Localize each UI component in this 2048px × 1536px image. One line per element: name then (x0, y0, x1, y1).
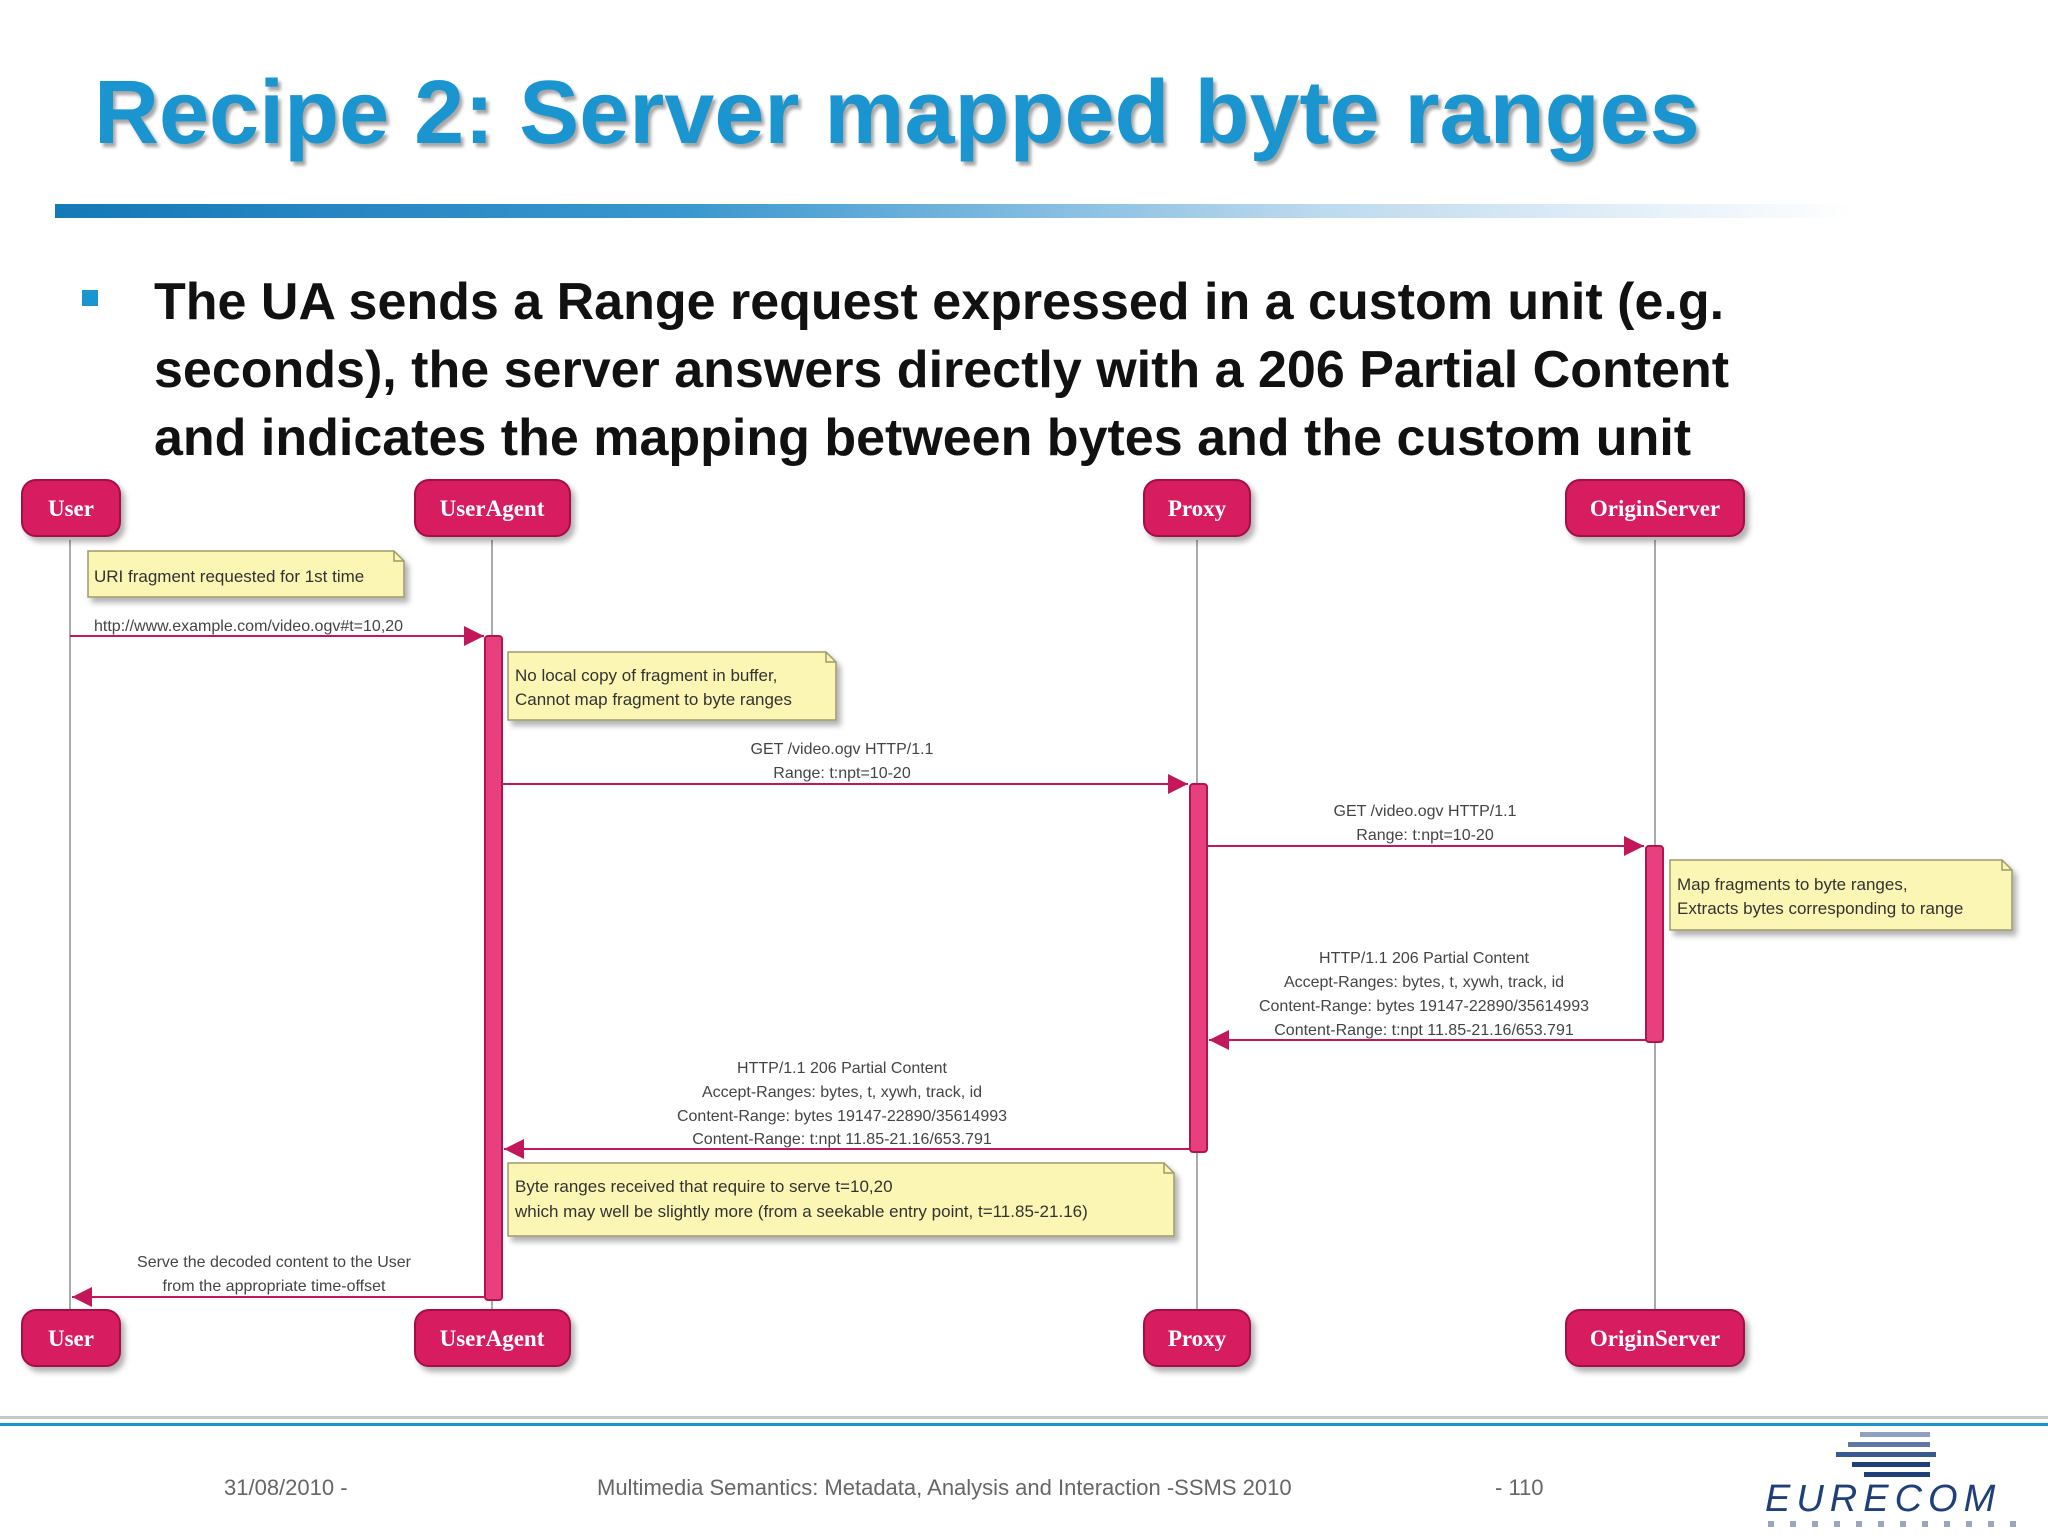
note-uri-fragment: URI fragment requested for 1st time (87, 550, 405, 598)
bullet-text: The UA sends a Range request expressed i… (154, 268, 2014, 472)
activation-useragent (484, 635, 503, 1301)
note-map-fragments: Map fragments to byte ranges, Extracts b… (1669, 859, 2013, 931)
participant-originserver-top: OriginServer (1565, 479, 1745, 537)
footer-divider (0, 1416, 2048, 1419)
note-text: Map fragments to byte ranges, (1677, 875, 1908, 894)
message-label: HTTP/1.1 206 Partial Content (737, 1060, 947, 1077)
note-text: which may well be slightly more (from a … (514, 1202, 1088, 1221)
logo-tagline-dots (1768, 1521, 2018, 1527)
message-label: Serve the decoded content to the User (137, 1254, 412, 1271)
footer-page-number: - 110 (1495, 1475, 1544, 1500)
bullet-line: The UA sends a Range request expressed i… (154, 273, 1725, 331)
participant-label: OriginServer (1590, 496, 1720, 521)
note-text: Extracts bytes corresponding to range (1677, 899, 1963, 918)
message-label: Range: t:npt=10-20 (1356, 827, 1494, 844)
message-label: Content-Range: t:npt 11.85-21.16/653.791 (1274, 1022, 1574, 1039)
message-label: Accept-Ranges: bytes, t, xywh, track, id (1284, 974, 1564, 991)
slide-title: Recipe 2: Server mapped byte ranges (94, 63, 1700, 163)
activation-originserver (1645, 845, 1664, 1043)
message-label: Content-Range: bytes 19147-22890/3561499… (677, 1108, 1007, 1125)
note-no-local-copy: No local copy of fragment in buffer, Can… (507, 651, 837, 721)
participant-user-top: User (21, 479, 121, 537)
title-underline (55, 204, 1855, 218)
participant-useragent-top: UserAgent (414, 479, 571, 537)
message-label: Content-Range: bytes 19147-22890/3561499… (1259, 998, 1589, 1015)
footer-divider-blue (0, 1423, 2048, 1426)
eurecom-logo-text: EURECOM (1765, 1478, 2002, 1520)
message-label: HTTP/1.1 206 Partial Content (1319, 950, 1529, 967)
eurecom-logo (1836, 1432, 1936, 1477)
bullet-square-icon (82, 290, 98, 306)
participant-proxy-top: Proxy (1143, 479, 1251, 537)
participant-label: Proxy (1168, 496, 1227, 521)
bullet-line: and indicates the mapping between bytes … (154, 409, 1692, 467)
note-text: Byte ranges received that require to ser… (515, 1177, 893, 1196)
note-text: Cannot map fragment to byte ranges (515, 690, 792, 709)
participant-label: User (48, 496, 94, 521)
message-label: Accept-Ranges: bytes, t, xywh, track, id (702, 1084, 982, 1101)
footer-course: Multimedia Semantics: Metadata, Analysis… (597, 1475, 1292, 1500)
participant-originserver-bottom: OriginServer (1565, 1309, 1745, 1367)
participant-useragent-bottom: UserAgent (414, 1309, 571, 1367)
participant-label: User (48, 1326, 94, 1351)
participant-label: UserAgent (440, 496, 545, 521)
message-label: Content-Range: t:npt 11.85-21.16/653.791 (692, 1131, 992, 1148)
sequence-diagram: User UserAgent Proxy OriginServer User U… (21, 479, 2013, 1367)
bullet-line: seconds), the server answers directly wi… (154, 341, 1730, 399)
participant-user-bottom: User (21, 1309, 121, 1367)
message-label: GET /video.ogv HTTP/1.1 (1334, 803, 1517, 820)
message-label: GET /video.ogv HTTP/1.1 (751, 741, 934, 758)
participant-proxy-bottom: Proxy (1143, 1309, 1251, 1367)
participant-label: Proxy (1168, 1326, 1227, 1351)
message-label: Range: t:npt=10-20 (773, 765, 911, 782)
activation-proxy (1189, 783, 1208, 1153)
note-byte-ranges-received: Byte ranges received that require to ser… (507, 1162, 1175, 1237)
message-label: http://www.example.com/video.ogv#t=10,20 (94, 618, 403, 635)
participant-label: OriginServer (1590, 1326, 1720, 1351)
participant-label: UserAgent (440, 1326, 545, 1351)
note-text: URI fragment requested for 1st time (94, 567, 364, 586)
note-text: No local copy of fragment in buffer, (515, 666, 777, 685)
footer-date: 31/08/2010 - (224, 1475, 348, 1500)
message-label: from the appropriate time-offset (163, 1278, 386, 1295)
